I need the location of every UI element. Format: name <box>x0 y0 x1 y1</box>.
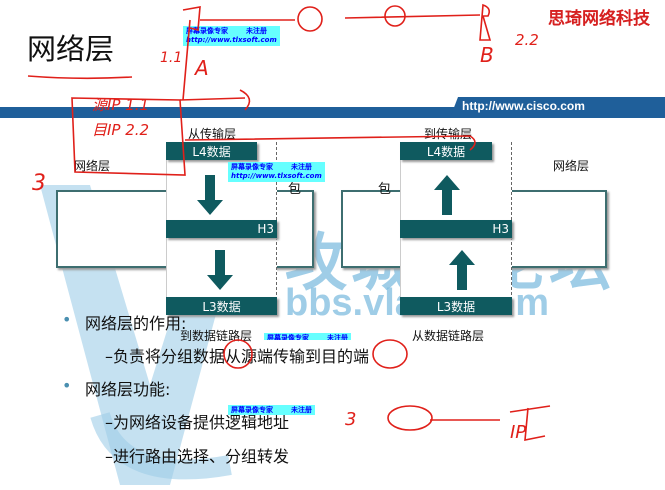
overlay-name: 屏幕录像专家 <box>231 163 273 171</box>
down-arrow-icon <box>197 175 223 215</box>
overlay-url: http://www.tlxsoft.com <box>231 172 322 180</box>
overlay-status: 未注册 <box>291 163 312 171</box>
overlay-status: 未注册 <box>246 27 267 35</box>
right-bottom-label: 从数据链路层 <box>412 329 485 343</box>
right-top-label: 到传输层 <box>424 127 473 141</box>
overlay-name: 屏幕录像专家 <box>267 334 309 340</box>
header-tab <box>450 97 665 118</box>
recorder-overlay: 屏幕录像专家 未注册 <box>228 405 315 415</box>
sub-bullet: –负责将分组数据从源端传输到目的端 <box>105 347 370 366</box>
left-l4-bar: L4数据 <box>166 142 257 160</box>
recorder-overlay: 屏幕录像专家 未注册 <box>264 333 351 340</box>
bullet-1: 网络层的作用: <box>85 314 187 333</box>
left-packet: 包 <box>288 182 302 197</box>
bullet-icon: • <box>62 310 72 329</box>
sub-bullet: –进行路由选择、分组转发 <box>105 447 290 466</box>
left-h3-bar: H3 <box>166 220 277 238</box>
left-bottom-label: 到数据链路层 <box>180 329 253 343</box>
header-url: http://www.cisco.com <box>462 99 585 113</box>
overlay-status: 未注册 <box>327 334 348 340</box>
bullet-icon: • <box>62 376 72 395</box>
right-h3-bar: H3 <box>400 220 512 238</box>
right-box-label: 网络层 <box>553 159 590 173</box>
annotation-layer-2: 3 <box>345 409 356 430</box>
left-l3-bar: L3数据 <box>166 297 277 315</box>
page-title: 网络层 <box>27 32 115 66</box>
overlay-name: 屏幕录像专家 <box>231 406 273 414</box>
annotation-b: B <box>480 43 494 67</box>
annotation-ip: IP <box>510 422 526 443</box>
overlay-name: 屏幕录像专家 <box>186 27 228 35</box>
right-l3-bar: L3数据 <box>400 297 512 315</box>
left-box-label: 网络层 <box>74 159 111 173</box>
up-arrow-icon <box>449 250 475 290</box>
annotation-a-ip: 1.1 <box>160 50 182 66</box>
sub-bullet: –为网络设备提供逻辑地址 <box>105 413 290 432</box>
annotation-a: A <box>193 56 209 80</box>
right-packet: 包 <box>378 182 392 197</box>
overlay-status: 未注册 <box>291 406 312 414</box>
up-arrow-icon <box>434 175 460 215</box>
bullet-2: 网络层功能: <box>85 380 171 399</box>
header-band <box>0 107 665 118</box>
down-arrow-icon <box>207 250 233 290</box>
annotation-dst: 目IP 2.2 <box>92 121 149 139</box>
brand: 思琦网络科技 <box>548 9 650 29</box>
annotation-b-ip: 2.2 <box>515 31 539 49</box>
right-l4-bar: L4数据 <box>400 142 492 160</box>
left-top-label: 从传输层 <box>188 127 237 141</box>
overlay-url: http://www.tlxsoft.com <box>186 36 277 44</box>
